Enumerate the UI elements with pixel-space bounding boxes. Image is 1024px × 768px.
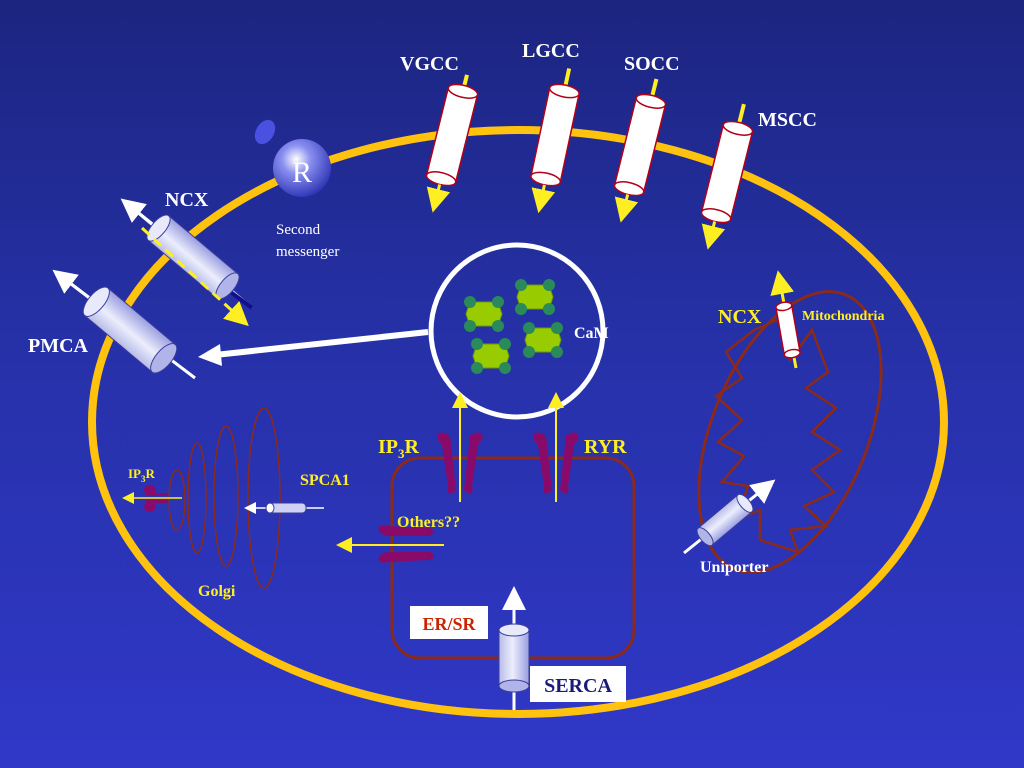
receptor-label: R: [292, 156, 312, 189]
golgi-ip3r: [122, 485, 182, 512]
cam-molecule: [523, 322, 563, 358]
serca-pump: [498, 586, 530, 710]
ip3r-receptor: [437, 392, 483, 502]
spca1-label: SPCA1: [300, 472, 350, 489]
er-sr-label: ER/SR: [422, 614, 476, 634]
second-messenger-label-1: Second: [276, 222, 321, 238]
cam-label: CaM: [574, 325, 609, 342]
er-sr-label-box: [410, 606, 488, 639]
cam-to-pmca-arrow: [214, 329, 429, 358]
ncx-membrane-label: NCX: [165, 189, 209, 211]
ip3r-label: IP3R: [378, 436, 420, 461]
lgcc-label: LGCC: [522, 40, 580, 62]
cam-molecule: [515, 279, 555, 315]
spca1-pump: [244, 502, 324, 514]
mscc-channel: [700, 103, 754, 250]
uniporter: [683, 479, 776, 555]
ryr-receptor: [533, 392, 579, 502]
pmca-pump: [52, 269, 196, 380]
serca-label-box: [530, 666, 626, 702]
ncx-mito-label: NCX: [718, 306, 762, 328]
others-label: Others??: [397, 514, 460, 531]
mitochondria-label: Mitochondria: [802, 309, 884, 324]
mscc-label: MSCC: [758, 109, 817, 131]
ncx-mito-exchanger: [770, 270, 801, 369]
cam-molecule: [464, 296, 504, 332]
cam-to-pmca-arrowhead: [198, 344, 222, 366]
socc-label: SOCC: [624, 53, 680, 75]
ryr-label: RYR: [584, 436, 627, 458]
socc-channel: [613, 78, 667, 223]
ligand-blob: [254, 119, 276, 145]
vgcc-channel: [425, 74, 479, 213]
golgi-label: Golgi: [198, 583, 236, 600]
cam-molecule: [471, 338, 511, 374]
mitochondria: [697, 290, 883, 574]
receptor-circle: [273, 139, 331, 197]
uniporter-label: Uniporter: [700, 559, 768, 576]
golgi-ip3r-label: IP3R: [128, 466, 156, 484]
pmca-label: PMCA: [28, 335, 89, 357]
others-channel: [336, 525, 444, 563]
ncx-membrane-exchanger: [120, 198, 254, 327]
cell-membrane: [88, 126, 948, 718]
second-messenger-label-2: messenger: [276, 244, 339, 260]
lgcc-channel: [530, 68, 580, 214]
serca-label: SERCA: [544, 675, 612, 697]
vgcc-label: VGCC: [400, 53, 459, 75]
golgi-apparatus: [168, 407, 281, 589]
cam-complex-circle: [428, 242, 606, 420]
